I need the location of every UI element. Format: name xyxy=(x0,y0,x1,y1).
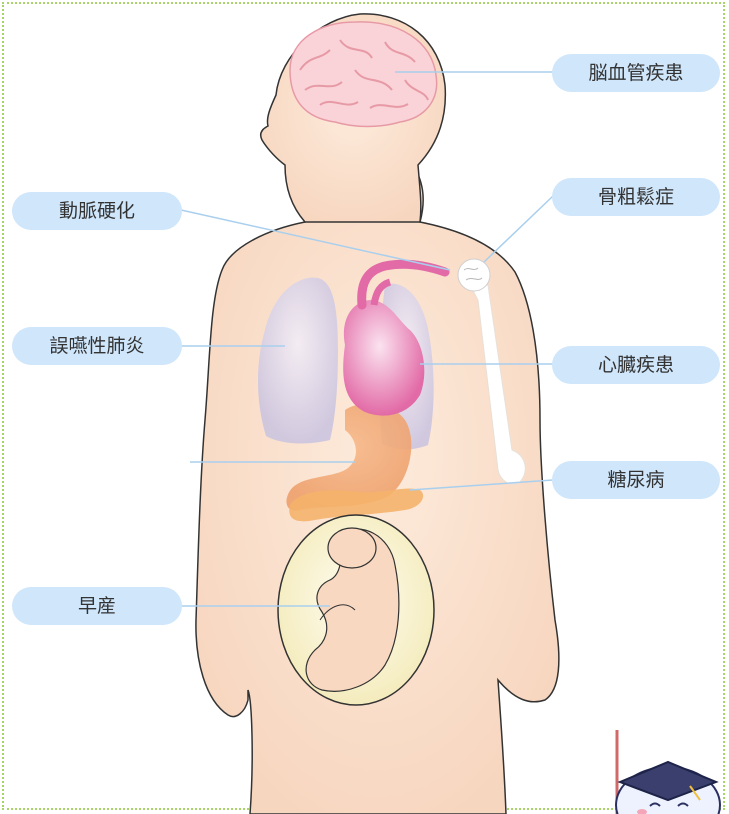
label-heart-disease: 心臓疾患 xyxy=(552,346,720,384)
label-preterm-birth: 早産 xyxy=(12,587,182,625)
mascot-character xyxy=(616,730,720,814)
label-aspiration-pneumonia: 誤嚥性肺炎 xyxy=(12,327,182,365)
uterus-with-fetus xyxy=(278,515,434,705)
label-atherosclerosis: 動脈硬化 xyxy=(12,192,182,230)
label-diabetes: 糖尿病 xyxy=(552,461,720,499)
label-cerebrovascular: 脳血管疾患 xyxy=(552,54,720,92)
brain xyxy=(290,22,437,127)
label-osteoporosis: 骨粗鬆症 xyxy=(552,178,720,216)
